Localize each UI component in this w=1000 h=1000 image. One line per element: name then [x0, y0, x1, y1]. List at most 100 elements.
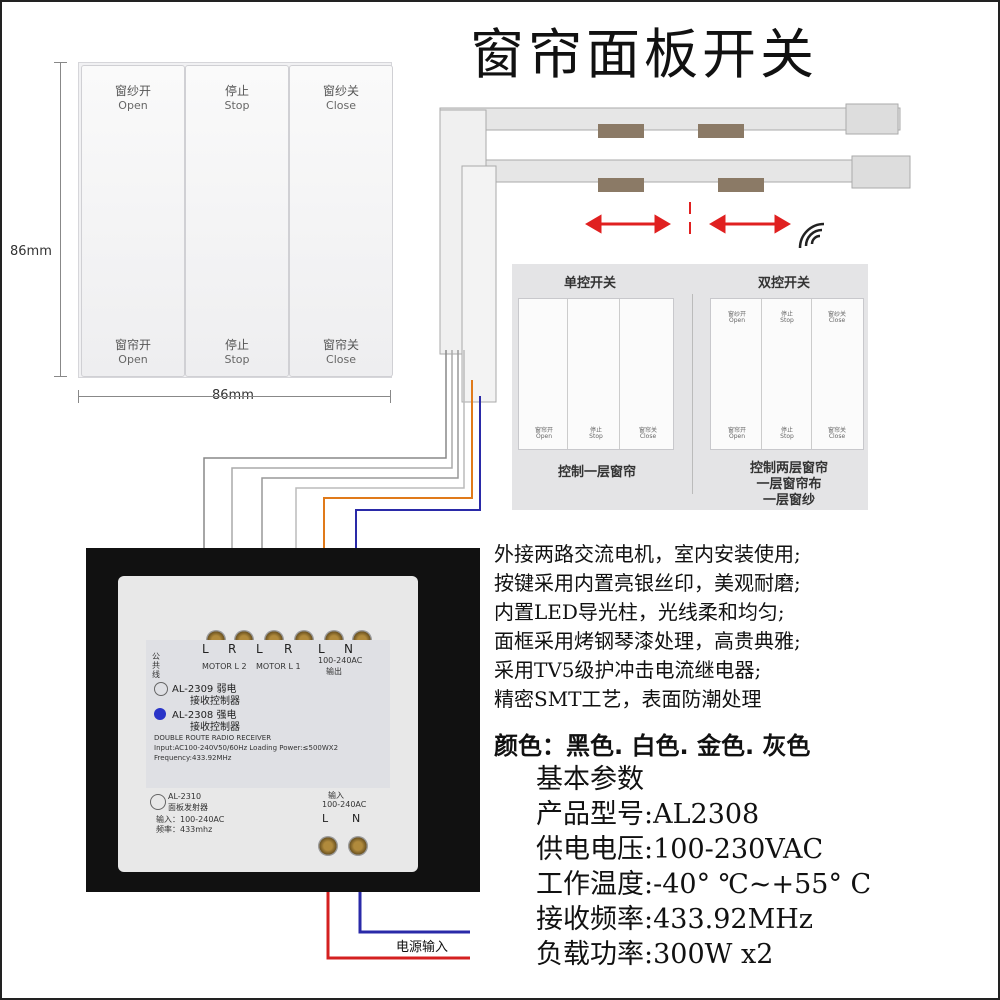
- mini-single-k3e: Close: [639, 433, 657, 440]
- height-dimension-line: [60, 62, 61, 376]
- model-2310-label: AL-2310: [168, 792, 202, 801]
- params-heading: 基本参数: [536, 764, 644, 795]
- mini-double-t1: 窗纱开: [727, 311, 746, 318]
- mini-double-switch: 窗纱开 Open 停止 Stop 窗纱关 Close 窗帘开 Open 停止 S…: [710, 298, 864, 450]
- double-caption-2: 一层窗帘布: [756, 477, 822, 492]
- key-middle-top-en: Stop: [224, 99, 250, 112]
- term-l-2: L: [256, 642, 263, 656]
- double-switch-header: 双控开关: [758, 276, 811, 291]
- term-r-2: R: [284, 642, 293, 656]
- model-2309-sub-label: 接收控制器: [190, 696, 240, 707]
- input-line-label: 输入：100-240AC: [156, 815, 225, 824]
- double-caption-1: 控制两层窗帘: [749, 461, 828, 476]
- spec-line-label: Input:AC100-240V50/60Hz Loading Power:≤5…: [154, 744, 339, 752]
- mini-single-k1e: Open: [535, 433, 553, 440]
- model-2308-sub-label: 接收控制器: [190, 722, 240, 733]
- panel-key-middle[interactable]: 停止 Stop 停止 Stop: [185, 65, 289, 377]
- param-power: 负载功率:300W x2: [536, 939, 774, 970]
- term-r-1: R: [228, 642, 237, 656]
- color-options: 颜色：黑色. 白色. 金色. 灰色: [494, 732, 811, 760]
- param-temperature: 工作温度:-40° ℃~+55° C: [536, 869, 872, 900]
- controller-board: 公共线 L R L R L N MOTOR L 2 MOTOR L 1 100-…: [118, 576, 418, 872]
- key-middle-bottom-label: 停止: [224, 338, 249, 352]
- page-title: 窗帘面板开关: [470, 23, 818, 86]
- input-term-n: N: [352, 812, 361, 825]
- param-frequency: 接收频率:433.92MHz: [536, 904, 813, 935]
- feature-item: 外接两路交流电机，室内安装使用;: [494, 542, 801, 566]
- mini-double-t3e: Close: [828, 317, 846, 324]
- mini-double-b1: 窗帘开: [727, 427, 746, 434]
- switch-types-inset: 单控开关 双控开关 窗帘开 Open 停止 Stop 窗帘关 Close 窗纱开…: [512, 264, 868, 510]
- feature-item: 精密SMT工艺，表面防潮处理: [494, 687, 762, 711]
- param-voltage: 供电电压:100-230VAC: [536, 834, 824, 865]
- input-terminal-l: [318, 836, 338, 856]
- input-voltage-label: 100-240AC: [322, 800, 367, 809]
- switch-panel: 窗纱开 Open 窗帘开 Open 停止 Stop 停止 Stop 窗纱关 Cl…: [78, 62, 393, 378]
- mini-single-k1: 窗帘开: [534, 427, 553, 434]
- mini-single-k2: 停止: [589, 427, 602, 434]
- mini-double-t2e: Stop: [780, 317, 794, 324]
- width-dimension-line: [78, 396, 390, 397]
- key-middle-bottom-en: Stop: [224, 353, 250, 366]
- controller-photo: 公共线 L R L R L N MOTOR L 2 MOTOR L 1 100-…: [86, 548, 480, 892]
- mini-double-b1e: Open: [728, 433, 746, 440]
- key-middle-top-label: 停止: [224, 84, 249, 98]
- mini-single-k2e: Stop: [589, 433, 603, 440]
- blue-led-icon: [154, 708, 166, 720]
- motion-arrows-icon: [585, 202, 791, 234]
- motor-l1-label: MOTOR L 1: [256, 662, 301, 671]
- mini-double-b2: 停止: [780, 427, 793, 434]
- key-right-bottom-label: 窗帘关: [322, 338, 359, 352]
- input-term-l: L: [322, 812, 329, 825]
- feature-item: 内置LED导光柱，光线柔和均匀;: [494, 600, 785, 624]
- param-model: 产品型号:AL2308: [536, 799, 760, 830]
- single-switch-header: 单控开关: [564, 276, 617, 291]
- key-right-bottom-en: Close: [326, 353, 356, 366]
- key-left-top-label: 窗纱开: [114, 84, 151, 98]
- term-l-3: L: [318, 642, 325, 656]
- height-dimension-label: 86mm: [10, 244, 52, 259]
- mini-double-b2e: Stop: [780, 433, 794, 440]
- mini-double-t2: 停止: [780, 311, 793, 318]
- wireless-signal-icon: [798, 222, 825, 249]
- power-input-label: 电源输入: [396, 940, 449, 955]
- frequency-line-label: Frequency:433.92MHz: [154, 754, 232, 762]
- double-caption-3: 一层窗纱: [762, 493, 815, 508]
- mini-double-b3: 窗帘关: [827, 427, 846, 434]
- mini-double-t3: 窗纱关: [827, 311, 846, 318]
- controller-label: 公共线 L R L R L N MOTOR L 2 MOTOR L 1 100-…: [146, 640, 390, 788]
- motor-l2-label: MOTOR L 2: [202, 662, 247, 671]
- term-l-1: L: [202, 642, 209, 656]
- panel-key-right[interactable]: 窗纱关 Close 窗帘关 Close: [289, 65, 393, 377]
- key-left-top-en: Open: [118, 99, 148, 112]
- model-2310-sub-label: 面板发射器: [168, 803, 208, 812]
- freq-line-label: 频率：433mhz: [156, 825, 213, 834]
- mini-single-k3: 窗帘关: [638, 427, 657, 434]
- receiver-label: DOUBLE ROUTE RADIO RECEIVER: [154, 734, 272, 742]
- input-terminal-n: [348, 836, 368, 856]
- feature-item: 按键采用内置亮银丝印，美观耐磨;: [494, 571, 801, 595]
- key-left-bottom-en: Open: [118, 353, 148, 366]
- basic-parameters: 基本参数 产品型号:AL2308 供电电压:100-230VAC 工作温度:-4…: [536, 762, 871, 972]
- model-2308-label: AL-2308 强电: [172, 710, 237, 721]
- feature-item: 采用TV5级护冲击电流继电器;: [494, 658, 762, 682]
- key-right-top-label: 窗纱关: [322, 84, 359, 98]
- output-label: 输出: [326, 667, 342, 676]
- voltage-small-label: 100-240AC: [318, 656, 363, 665]
- curtain-track-icon: [439, 103, 911, 403]
- single-caption: 控制一层窗帘: [557, 465, 636, 480]
- width-dimension-label: 86mm: [212, 388, 254, 403]
- input-title-label: 输入: [328, 791, 344, 800]
- inset-divider: [692, 294, 693, 494]
- panel-key-left[interactable]: 窗纱开 Open 窗帘开 Open: [81, 65, 185, 377]
- feature-list: 外接两路交流电机，室内安装使用; 按键采用内置亮银丝印，美观耐磨; 内置LED导…: [494, 540, 801, 714]
- mini-double-t1e: Open: [728, 317, 746, 324]
- term-n-1: N: [344, 642, 353, 656]
- key-left-bottom-label: 窗帘开: [114, 338, 151, 352]
- model-2309-label: AL-2309 弱电: [172, 684, 237, 695]
- mini-single-switch: 窗帘开 Open 停止 Stop 窗帘关 Close: [518, 298, 674, 450]
- feature-item: 面框采用烤钢琴漆处理，高贵典雅;: [494, 629, 801, 653]
- key-right-top-en: Close: [326, 99, 356, 112]
